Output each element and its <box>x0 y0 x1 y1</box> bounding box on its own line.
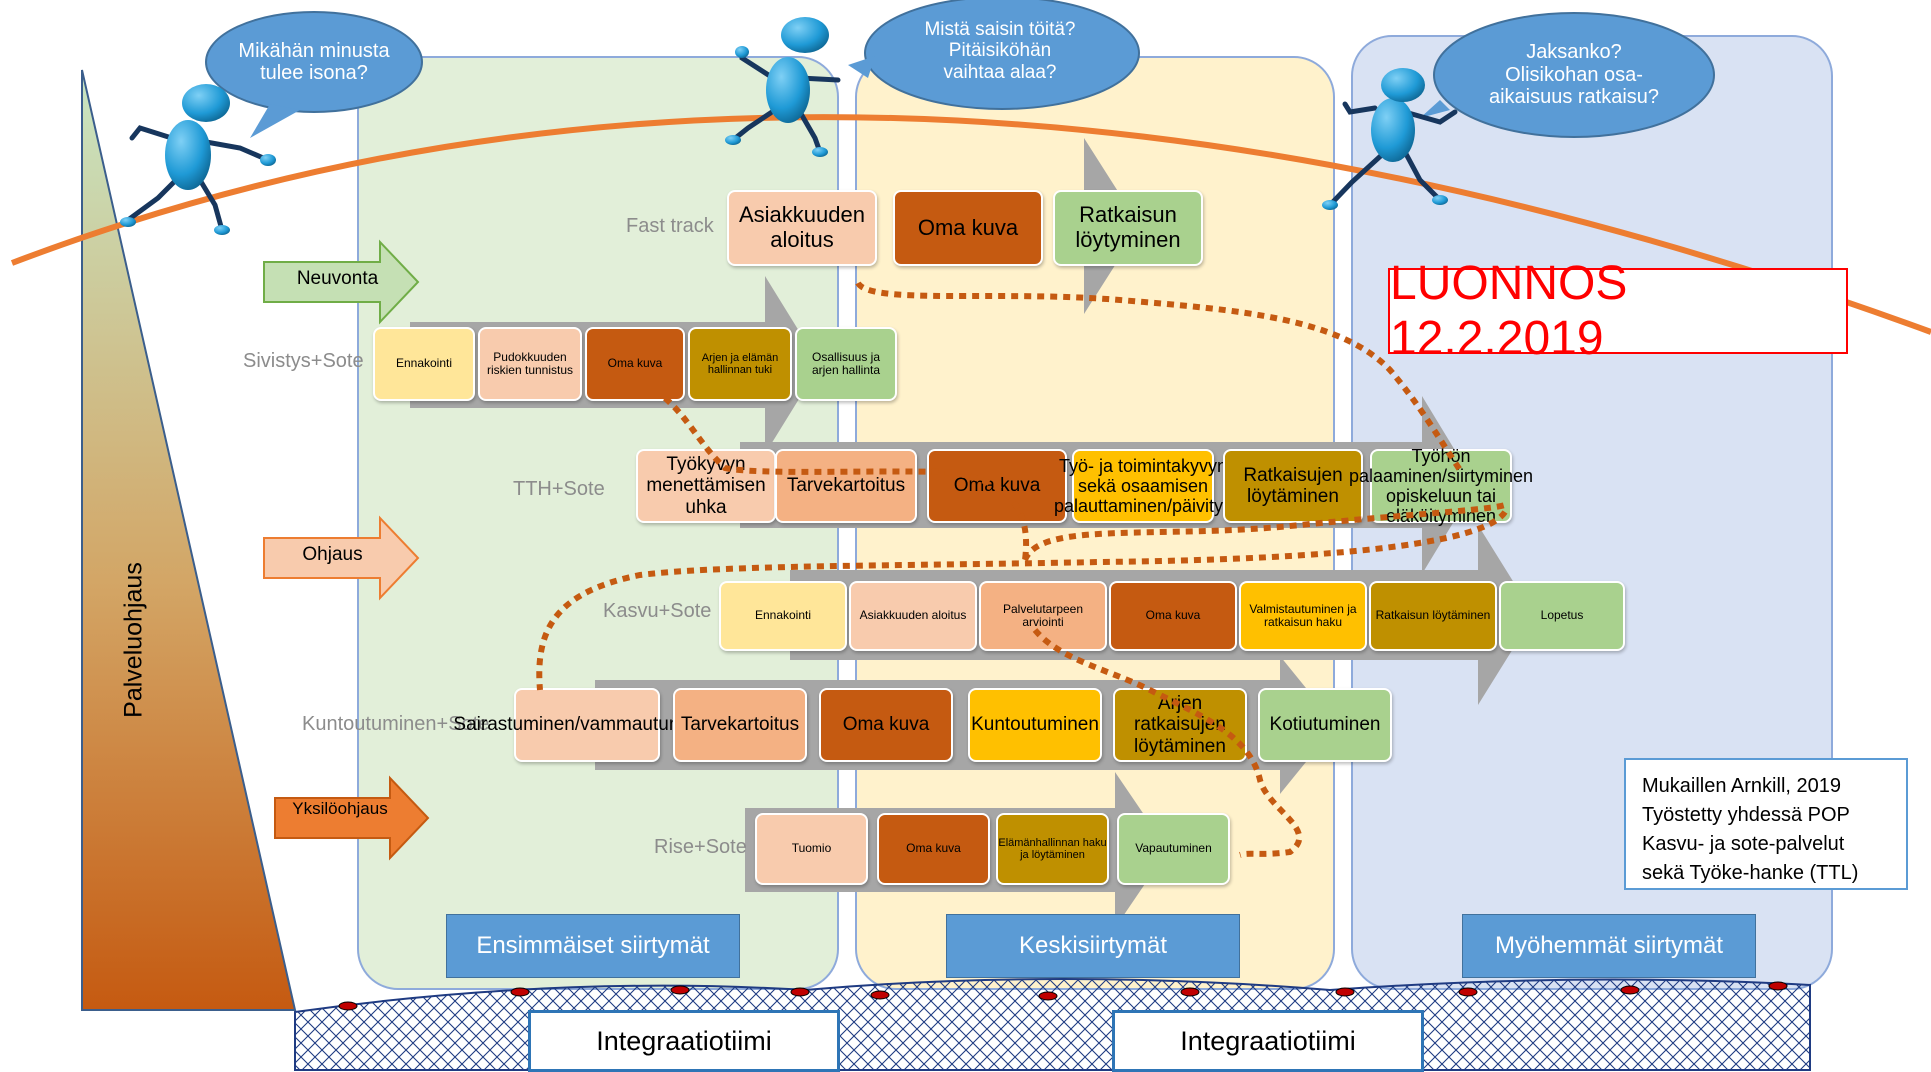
step-asiakkuuden-aloitus: Asiakkuuden aloitus <box>849 581 977 651</box>
arrow-label-ohjaus: Ohjaus <box>302 544 363 565</box>
step-oma-kuva: Oma kuva <box>819 688 953 762</box>
step-tyokyvyn-menettamisen-uhka: Työkyvyn menettämisen uhka <box>636 449 776 523</box>
row-label-tth: TTH+Sote <box>513 478 605 500</box>
step-ennakointi: Ennakointi <box>719 581 847 651</box>
arrow-ohjaus <box>263 515 420 601</box>
step-oma-kuva: Oma kuva <box>927 449 1067 523</box>
step-oma-kuva: Oma kuva <box>877 813 990 885</box>
service-guidance-triangle <box>81 69 297 1011</box>
arrow-label-neuvonta: Neuvonta <box>296 268 379 289</box>
figure-top <box>725 17 841 157</box>
step-tyo-ja-toimintakyvyn-palauttaminen: Työ- ja toimintakyvyn sekä osaamisen pal… <box>1054 449 1232 523</box>
phase-label-keskisiirtymat: Keskisiirtymät <box>946 914 1240 978</box>
figure-descending <box>1322 68 1458 210</box>
arrow-neuvonta <box>263 239 420 325</box>
step-vapautuminen: Vapautuminen <box>1117 813 1230 885</box>
step-arjen-ratkaisujen-loytaminen: Arjen ratkaisujen löytäminen <box>1113 688 1247 762</box>
bubble-text-middle: Mistä saisin töitä? Pitäisiköhän vaihtaa… <box>924 19 1075 83</box>
credit-line: Työstetty yhdessä POP <box>1642 804 1850 826</box>
arrow-yksiloohjaus <box>274 775 430 861</box>
arrow-label-yksiloohjaus: Yksilöohjaus <box>292 799 388 818</box>
step-palvelutarpeen-arviointi: Palvelutarpeen arviointi <box>979 581 1107 651</box>
step-ratkaisujen-loytaminen: Ratkaisujen löytäminen <box>1223 449 1363 523</box>
step-elamanhallinnan-haku-ja-loytaminen: Elämänhallinnan haku ja löytäminen <box>996 813 1109 885</box>
bubble-text-right: Jaksanko? Olisikohan osa-aikaisuus ratka… <box>1489 41 1659 108</box>
step-tuomio: Tuomio <box>755 813 868 885</box>
speech-bubble-left <box>205 11 423 138</box>
step-oma-kuva: Oma kuva <box>893 190 1043 266</box>
bubble-text-left: Mikähän minusta tulee isona? <box>238 40 389 84</box>
step-arjen-ja-elaman-hallinnan-tuki: Arjen ja elämän hallinnan tuki <box>688 327 792 401</box>
net-knots <box>338 981 1788 1011</box>
figure-climbing <box>120 84 276 235</box>
credit-line: Kasvu- ja sote-palvelut <box>1642 833 1845 855</box>
step-pudokkuuden-riskien-tunnistus: Pudokkuuden riskien tunnistus <box>478 327 582 401</box>
step-osallisuus-ja-arjen-hallinta: Osallisuus ja arjen hallinta <box>795 327 897 401</box>
step-ratkaisun-loytyminen: Ratkaisun löytyminen <box>1053 190 1203 266</box>
step-oma-kuva: Oma kuva <box>585 327 685 401</box>
step-kotiutuminen: Kotiutuminen <box>1258 688 1392 762</box>
row-label-sivistys: Sivistys+Sote <box>243 350 364 372</box>
step-kuntoutuminen: Kuntoutuminen <box>968 688 1102 762</box>
step-sairastuminen-vammautuminen: Sairastuminen/vammautuminen <box>453 688 721 762</box>
speech-bubble-middle <box>848 0 1140 110</box>
row-label-rise: Rise+Sote <box>654 836 747 858</box>
step-tarvekartoitus: Tarvekartoitus <box>673 688 807 762</box>
row-label-fast-track: Fast track <box>626 215 714 237</box>
palveluohjaus-label: Palveluohjaus <box>119 562 148 718</box>
step-asiakkuuden-aloitus: Asiakkuuden aloitus <box>727 190 877 266</box>
step-valmistautuminen-ja-ratkaisun-haku: Valmistautuminen ja ratkaisun haku <box>1239 581 1367 651</box>
step-tyohon-palaaminen: Työhön palaaminen/siirtyminen opiskeluun… <box>1348 445 1534 527</box>
integration-team-box-1: Integraatiotiimi <box>528 1010 840 1072</box>
step-ennakointi: Ennakointi <box>373 327 475 401</box>
step-ratkaisun-loytaminen: Ratkaisun löytäminen <box>1369 581 1497 651</box>
step-lopetus: Lopetus <box>1499 581 1625 651</box>
integration-team-box-2: Integraatiotiimi <box>1112 1010 1424 1072</box>
step-tarvekartoitus: Tarvekartoitus <box>775 449 917 523</box>
credit-line: Mukaillen Arnkill, 2019 <box>1642 775 1841 797</box>
row-label-kasvu: Kasvu+Sote <box>603 600 712 622</box>
phase-label-ensimmaiset-siirtymat: Ensimmäiset siirtymät <box>446 914 740 978</box>
draft-label: LUONNOS 12.2.2019 <box>1390 257 1628 365</box>
credits-box: Mukaillen Arnkill, 2019 Työstetty yhdess… <box>1624 758 1908 890</box>
speech-bubble-right <box>1420 12 1715 138</box>
step-oma-kuva: Oma kuva <box>1109 581 1237 651</box>
credit-line: sekä Työke-hanke (TTL) <box>1642 862 1859 884</box>
row-label-kuntoutuminen: Kuntoutuminen+Sote <box>302 713 490 735</box>
draft-stamp: LUONNOS 12.2.2019 <box>1388 257 1848 365</box>
life-curve <box>10 114 1931 335</box>
phase-label-myohemmat-siirtymat: Myöhemmät siirtymät <box>1462 914 1756 978</box>
